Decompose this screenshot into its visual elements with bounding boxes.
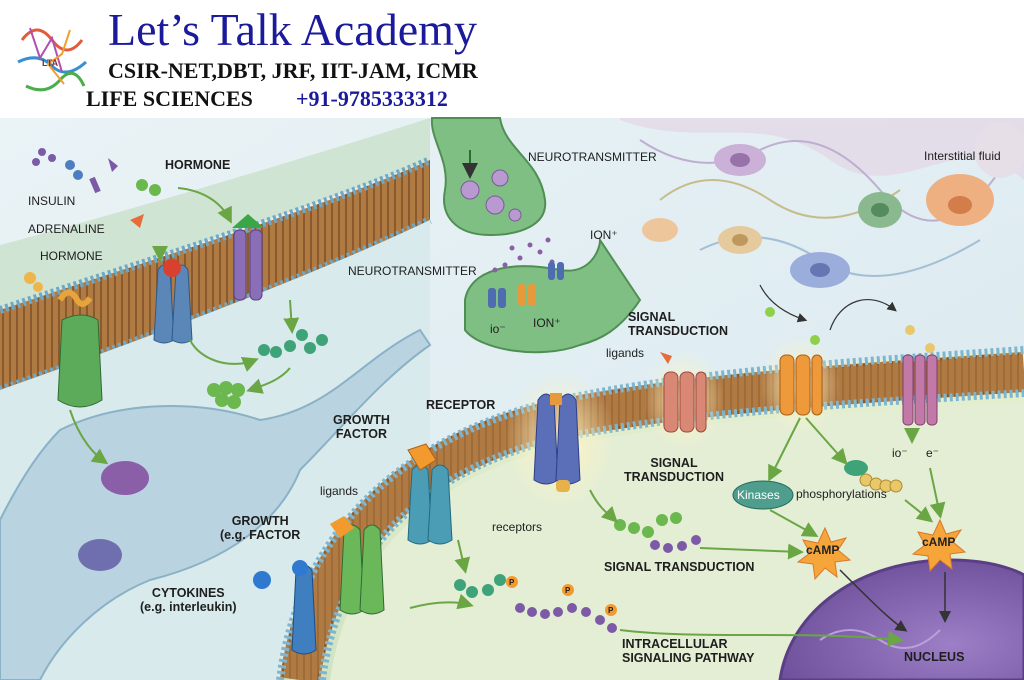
camp-star-right [911, 518, 967, 573]
adrenaline-ligand [130, 214, 144, 228]
label-camp-left: cAMP [806, 543, 840, 557]
orange-receptor [760, 335, 840, 435]
signal-beads-mid [614, 512, 682, 538]
label-ion-plus-top: ION⁺ [590, 228, 618, 242]
label-ligands-mid: ligands [320, 484, 359, 498]
label-intracellular-line2: SIGNALING PATHWAY [622, 651, 755, 665]
pink-receptor [644, 350, 724, 450]
label-signal-transduction-mid: SIGNAL TRANSDUCTION [624, 456, 724, 484]
subject-label: LIFE SCIENCES [86, 86, 253, 111]
insulin-ligand [108, 158, 118, 172]
label-intracellular-line1: INTRACELLULAR [622, 637, 728, 651]
exam-list: CSIR-NET,DBT, JRF, IIT-JAM, ICMR [108, 58, 478, 83]
phosphate-marker [562, 584, 574, 596]
label-cytokines-line2: (e.g. interleukin) [140, 600, 237, 614]
label-receptor: RECEPTOR [426, 398, 496, 412]
label-cytokines-line1: CYTOKINES [151, 586, 225, 600]
label-growth-eg-line1: GROWTH [231, 514, 289, 528]
phosphorylation-chain [859, 473, 903, 493]
label-neurotransmitter-top: NEUROTRANSMITTER [528, 150, 657, 164]
label-hormone-top: HORMONE [165, 158, 231, 172]
label-receptors: receptors [492, 520, 543, 534]
label-insulin: INSULIN [28, 194, 76, 208]
label-hormone-left: HORMONE [40, 249, 103, 263]
central-receptors [253, 284, 967, 655]
receptor-glowing [505, 370, 615, 510]
label-io-minus-left: io⁻ [490, 322, 506, 336]
lta-logo [8, 18, 96, 106]
label-factor-line2: FACTOR [335, 427, 388, 441]
label-intracellular-pathway: INTRACELLULAR SIGNALING PATHWAY [622, 637, 754, 665]
label-growth-eg-line2: (e.g. FACTOR [220, 528, 301, 542]
phosphate-marker [506, 576, 518, 588]
phosphate-label: P [509, 578, 515, 587]
logo-text: LTA [42, 58, 59, 68]
label-e-minus: e⁻ [926, 446, 940, 460]
label-growth-line1: GROWTH [333, 413, 390, 427]
label-camp-right: cAMP [922, 535, 956, 549]
label-transduction-line2: TRANSDUCTION [628, 324, 728, 338]
label-signal-line1: SIGNAL [628, 310, 676, 324]
label-signal-transduction-top: SIGNAL TRANSDUCTION [628, 310, 728, 338]
upper-membrane-receptors [24, 148, 328, 465]
phosphate-markers [506, 576, 617, 616]
label-signal-mid-line1: SIGNAL [650, 456, 698, 470]
label-ligands-right: ligands [606, 346, 645, 360]
label-adrenaline: ADRENALINE [28, 222, 105, 236]
label-ion-plus-low: ION⁺ [533, 316, 561, 330]
phosphate-marker [605, 604, 617, 616]
growth-receptor-teal [407, 443, 453, 545]
label-growth-factor: GROWTH FACTOR [333, 413, 390, 441]
purple-receptor [232, 214, 264, 301]
label-transduction-mid-line2: TRANSDUCTION [624, 470, 724, 484]
label-kinases: Kinases [737, 488, 780, 502]
nucleus [778, 558, 1024, 680]
growth-receptor-green [330, 516, 385, 615]
label-cytokines: CYTOKINES (e.g. interleukin) [140, 586, 237, 614]
phosphate-label: P [565, 586, 571, 595]
camp-star-left [796, 526, 852, 581]
signal-beads-low [515, 603, 617, 633]
left-neuron [0, 328, 432, 680]
green-receptor-left [57, 289, 103, 408]
label-interstitial-fluid: Interstitial fluid [924, 149, 1001, 163]
label-signal-transduction-low: SIGNAL TRANSDUCTION [604, 560, 755, 574]
label-phosphorylations: phosphorylations [796, 487, 887, 501]
label-nucleus: NUCLEUS [904, 650, 965, 664]
cytokine-receptor [253, 560, 317, 655]
label-io-minus-right: io⁻ [892, 446, 908, 460]
page-title: Let’s Talk Academy [108, 4, 477, 55]
synapse [430, 117, 642, 354]
blue-receptor [153, 259, 193, 344]
label-neurotransmitter-mid: NEUROTRANSMITTER [348, 264, 477, 278]
phosphate-label: P [608, 606, 614, 615]
interstitial-cells [620, 118, 1024, 288]
phone-number: +91-9785333312 [296, 86, 448, 111]
mauve-channel [902, 354, 938, 426]
label-growth-eg: GROWTH (e.g. FACTOR [220, 514, 300, 542]
